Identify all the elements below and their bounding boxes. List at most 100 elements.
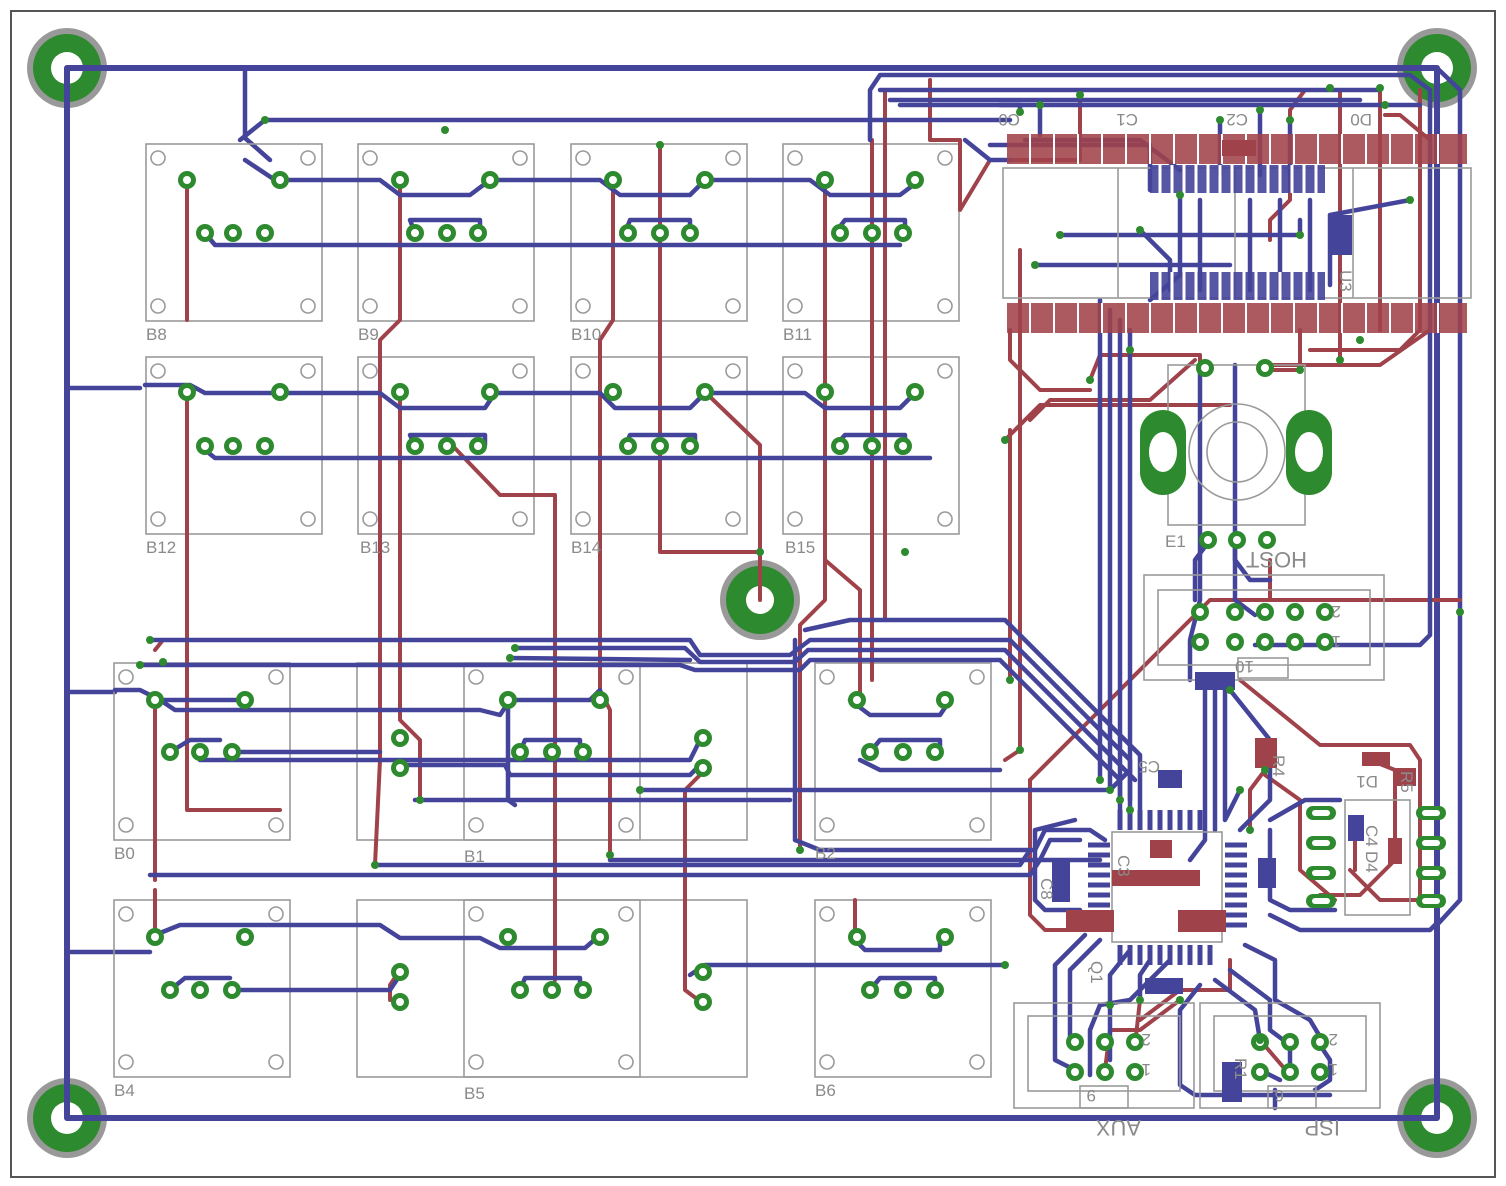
via-drill bbox=[686, 442, 694, 450]
via-drill bbox=[931, 748, 939, 756]
via bbox=[1216, 116, 1224, 124]
via-drill bbox=[1261, 608, 1269, 616]
via-drill bbox=[516, 748, 524, 756]
via-drill bbox=[868, 442, 876, 450]
via-drill bbox=[931, 986, 939, 994]
via bbox=[1126, 806, 1134, 814]
label-c0: C0 bbox=[998, 110, 1020, 129]
via-drill bbox=[1321, 638, 1329, 646]
via bbox=[1296, 366, 1304, 374]
aux-pin-1: 1 bbox=[1142, 1060, 1151, 1079]
label-c5: C5 bbox=[1138, 757, 1160, 776]
via bbox=[371, 861, 379, 869]
via-drill bbox=[1261, 364, 1269, 372]
host-label: HOST bbox=[1246, 547, 1307, 572]
via-drill bbox=[579, 748, 587, 756]
label-c4: C4 bbox=[1362, 825, 1381, 847]
isp-pin-2: 2 bbox=[1329, 1030, 1338, 1049]
label-b15: B15 bbox=[785, 538, 815, 557]
via-drill bbox=[396, 968, 404, 976]
via-drill bbox=[609, 176, 617, 184]
silkscreen-labels: B8 B9 B10 B11 B12 B13 B14 B15 B0 B1 B2 B… bbox=[114, 110, 1416, 1140]
via-drill bbox=[866, 748, 874, 756]
via bbox=[1261, 766, 1269, 774]
host-pin-2: 2 bbox=[1332, 602, 1341, 621]
label-b5: B5 bbox=[464, 1084, 485, 1103]
board-outline bbox=[10, 10, 1496, 1178]
via-drill bbox=[866, 986, 874, 994]
isp-pin-6: 6 bbox=[1275, 1086, 1284, 1105]
via-drill bbox=[1131, 1068, 1139, 1076]
via-drill bbox=[821, 388, 829, 396]
via-drill bbox=[609, 388, 617, 396]
via bbox=[506, 654, 514, 662]
via-drill bbox=[656, 229, 664, 237]
via-drill bbox=[411, 229, 419, 237]
via-drill bbox=[276, 388, 284, 396]
via-drill bbox=[443, 229, 451, 237]
label-b6: B6 bbox=[815, 1081, 836, 1100]
via bbox=[1016, 746, 1024, 754]
aux-pin-2: 2 bbox=[1142, 1030, 1151, 1049]
via bbox=[511, 644, 519, 652]
via-drill bbox=[486, 388, 494, 396]
via-drill bbox=[941, 933, 949, 941]
via-drill bbox=[1291, 638, 1299, 646]
via bbox=[1086, 376, 1094, 384]
via bbox=[1256, 1036, 1264, 1044]
via bbox=[1076, 91, 1084, 99]
via-drill bbox=[504, 933, 512, 941]
via bbox=[1226, 686, 1234, 694]
via-drill bbox=[821, 176, 829, 184]
via-drill bbox=[1201, 364, 1209, 372]
via-drill bbox=[1231, 638, 1239, 646]
via-drill bbox=[656, 442, 664, 450]
via-drill bbox=[1316, 1068, 1324, 1076]
via-drill bbox=[579, 986, 587, 994]
via-drill bbox=[396, 176, 404, 184]
via-drill bbox=[516, 986, 524, 994]
label-b14: B14 bbox=[571, 538, 601, 557]
host-pin-1: 1 bbox=[1332, 632, 1341, 651]
label-d1: D1 bbox=[1356, 772, 1378, 791]
via bbox=[1001, 961, 1009, 969]
via-drill bbox=[1071, 1068, 1079, 1076]
via-drill bbox=[1256, 1068, 1264, 1076]
via-drill bbox=[853, 696, 861, 704]
via-drill bbox=[1101, 1068, 1109, 1076]
via-drill bbox=[1261, 638, 1269, 646]
via bbox=[1326, 84, 1334, 92]
via bbox=[1381, 101, 1389, 109]
via-drill bbox=[196, 986, 204, 994]
via bbox=[1176, 191, 1184, 199]
via-drill bbox=[411, 442, 419, 450]
via-drill bbox=[596, 933, 604, 941]
via-drill bbox=[241, 696, 249, 704]
label-d0: D0 bbox=[1350, 110, 1372, 129]
via bbox=[1106, 786, 1114, 794]
aux-label: AUX bbox=[1095, 1115, 1141, 1140]
label-d4: D4 bbox=[1362, 851, 1381, 873]
label-b0: B0 bbox=[114, 844, 135, 863]
via bbox=[1036, 101, 1044, 109]
via bbox=[1136, 226, 1144, 234]
via-drill bbox=[201, 229, 209, 237]
via-drill bbox=[1233, 536, 1241, 544]
via bbox=[1031, 261, 1039, 269]
label-r4: R4 bbox=[1269, 755, 1288, 777]
via bbox=[1286, 116, 1294, 124]
via bbox=[1056, 231, 1064, 239]
via-drill bbox=[941, 696, 949, 704]
via bbox=[1406, 196, 1414, 204]
via-drill bbox=[229, 229, 237, 237]
via-drill bbox=[1321, 608, 1329, 616]
label-r5: R5 bbox=[1397, 771, 1416, 793]
via bbox=[1016, 108, 1024, 116]
label-b1: B1 bbox=[464, 847, 485, 866]
via bbox=[1296, 231, 1304, 239]
via-drill bbox=[1286, 1068, 1294, 1076]
via-drill bbox=[911, 176, 919, 184]
via-drill bbox=[1071, 1038, 1079, 1046]
label-c8: C8 bbox=[1037, 878, 1056, 900]
